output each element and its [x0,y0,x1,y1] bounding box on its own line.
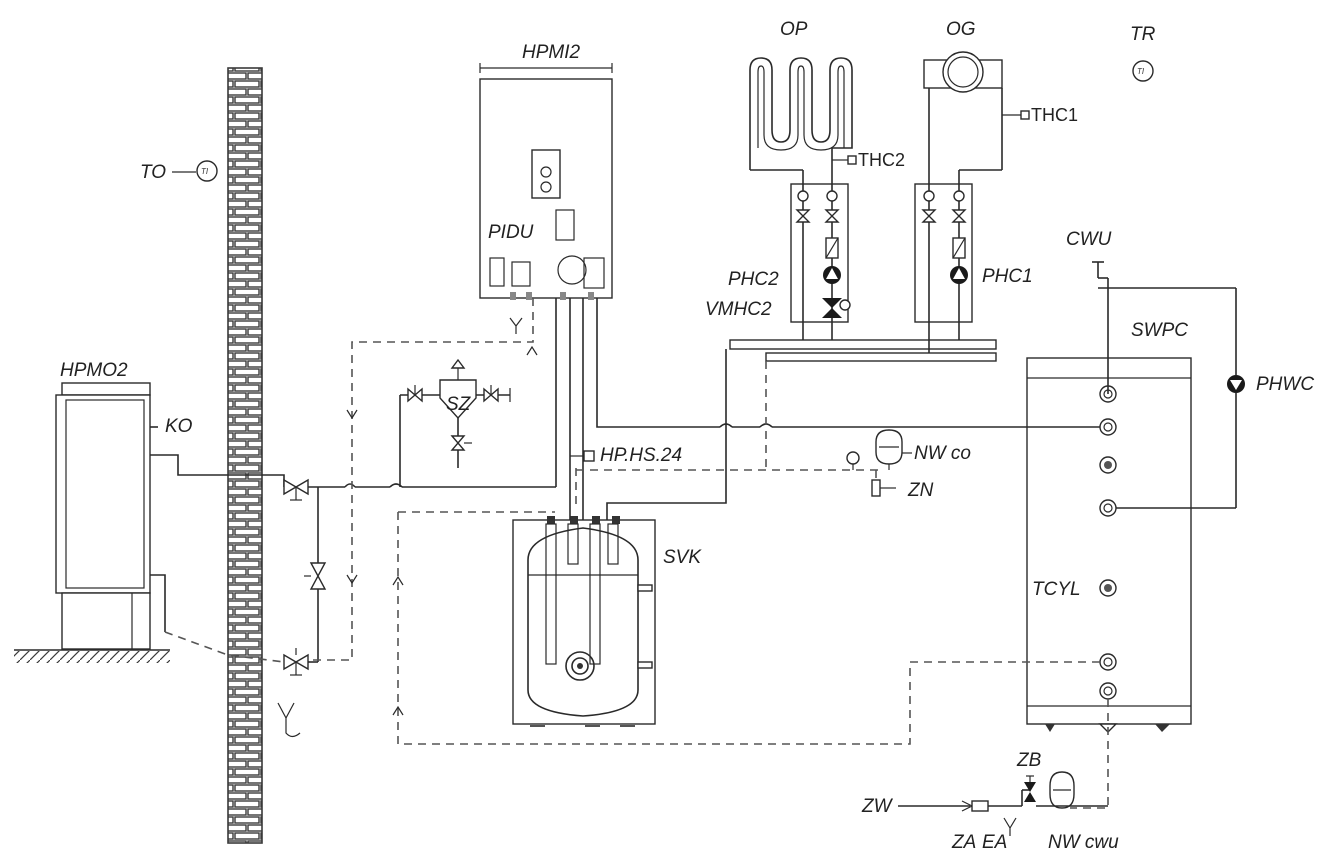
cold-water-inlet [898,789,1030,812]
ground-hatch [14,649,170,663]
filling-station-sz [399,358,511,487]
dhw-cylinder-swpc [1026,357,1192,733]
label-phc2: PHC2 [728,269,779,290]
thermostat-thc1 [1020,110,1030,120]
bypass-valve [304,562,327,590]
circulation-pump-phwc [1227,375,1245,393]
cylinder-port [1099,579,1117,597]
buffer-tank-svk [512,516,656,727]
outdoor-temperature-sensor: TI [196,160,218,182]
label-swpc: SWPC [1131,320,1188,341]
label-phwc: PHWC [1256,374,1314,395]
label-hp-hs-24: HP.HS.24 [600,445,682,466]
expansion-vessel-nw-co [875,429,912,470]
label-za-ea-za: ZA [951,832,976,853]
pressure-gauge [846,451,860,470]
label-ko: KO [165,416,193,437]
hot-water-outlet-cwu [1092,261,1237,509]
safety-valve-zn [871,470,896,497]
heating-circuit-group-phc2 [790,183,851,323]
label-og: OG [946,19,976,40]
shutoff-valve [283,478,309,501]
label-hpmi2: HPMI2 [522,42,581,63]
label-sz: SZ [446,394,472,415]
label-op: OP [780,19,808,40]
sensor-ti-label: TI [1137,67,1145,76]
label-nw-co: NW co [914,443,971,464]
condensate-drain-icon [509,317,523,334]
room-temperature-sensor: TI [1132,60,1154,82]
floor-heating-og [923,51,1003,190]
label-thc2: THC2 [858,150,905,170]
heating-circuit-group-phc1 [914,183,973,323]
label-zn: ZN [907,480,934,501]
sensor-hp-hs-24 [583,450,595,462]
manifold [729,322,997,362]
label-pidu: PIDU [488,222,534,243]
label-hpmo2: HPMO2 [60,360,128,381]
cylinder-port [1099,682,1117,700]
cylinder-port [1099,418,1117,436]
radiator-op [749,57,853,190]
label-zb: ZB [1016,750,1042,771]
drain-icon [1003,817,1017,836]
sensor-ti-label: TI [201,167,209,176]
outdoor-unit-hpmo2 [55,382,158,650]
label-svk: SVK [663,547,702,568]
label-nw-cwu: NW cwu [1048,832,1119,853]
safety-group-zb [1024,775,1036,802]
expansion-vessel-nw-cwu [1036,771,1108,809]
heating-pipes [150,298,1100,663]
indoor-unit-hpmi2 [479,63,613,300]
label-phc1: PHC1 [982,266,1033,287]
cylinder-port [1099,653,1117,671]
cylinder-port [1099,499,1117,517]
label-za-ea-ea: EA [982,832,1007,853]
label-tcyl: TCYL [1032,579,1081,600]
label-zw: ZW [861,796,894,817]
shutoff-valve [283,648,309,676]
cylinder-port [1099,456,1117,474]
return-pipes-dashed [164,298,1109,809]
label-vmhc2: VMHC2 [705,299,772,320]
label-thc1: THC1 [1031,105,1078,125]
flow-arrows [346,345,538,716]
thermostat-thc2 [847,155,857,165]
label-tr: TR [1130,24,1156,45]
label-cwu: CWU [1066,229,1112,250]
label-to: TO [140,162,166,183]
brick-wall [227,67,263,844]
drain-outlet-icon [277,702,301,738]
